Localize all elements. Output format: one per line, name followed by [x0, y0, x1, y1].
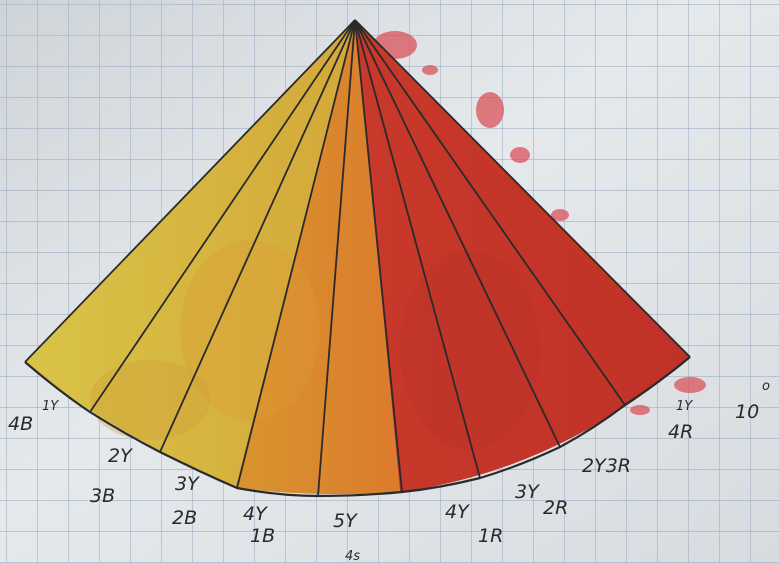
label-5y: 5Y [333, 510, 358, 532]
label-4r: 4R [668, 421, 693, 443]
label-1y-left: 1Y [42, 399, 59, 414]
orange-sector [235, 20, 400, 495]
yellow-sector [25, 20, 355, 488]
label-1r: 1R [478, 525, 503, 547]
label-4y-right: 4Y [445, 501, 470, 523]
label-degree: o [762, 379, 770, 394]
fan-ink-lines [24, 19, 691, 498]
label-1y-right: 1Y [676, 399, 693, 414]
label-45: 4s [345, 549, 360, 563]
label-3y: 3Y [175, 473, 200, 495]
label-3b: 3B [90, 485, 115, 507]
label-4y-left: 4Y [243, 503, 268, 525]
label-2r: 2R [543, 497, 568, 519]
label-4b: 4B [8, 413, 33, 435]
paint-splash [373, 31, 706, 415]
label-3y-right: 3Y [515, 481, 540, 503]
label-1b: 1B [250, 525, 275, 547]
label-10: 10 [735, 401, 759, 423]
label-2y: 2Y [108, 445, 133, 467]
label-2b: 2B [172, 507, 197, 529]
label-2y3r: 2Y3R [582, 455, 631, 477]
handwritten-labels: 4B 1Y 2Y 3B 3Y 2B 4Y 1B 5Y 4Y 1R 3Y 2R 2… [8, 379, 770, 563]
